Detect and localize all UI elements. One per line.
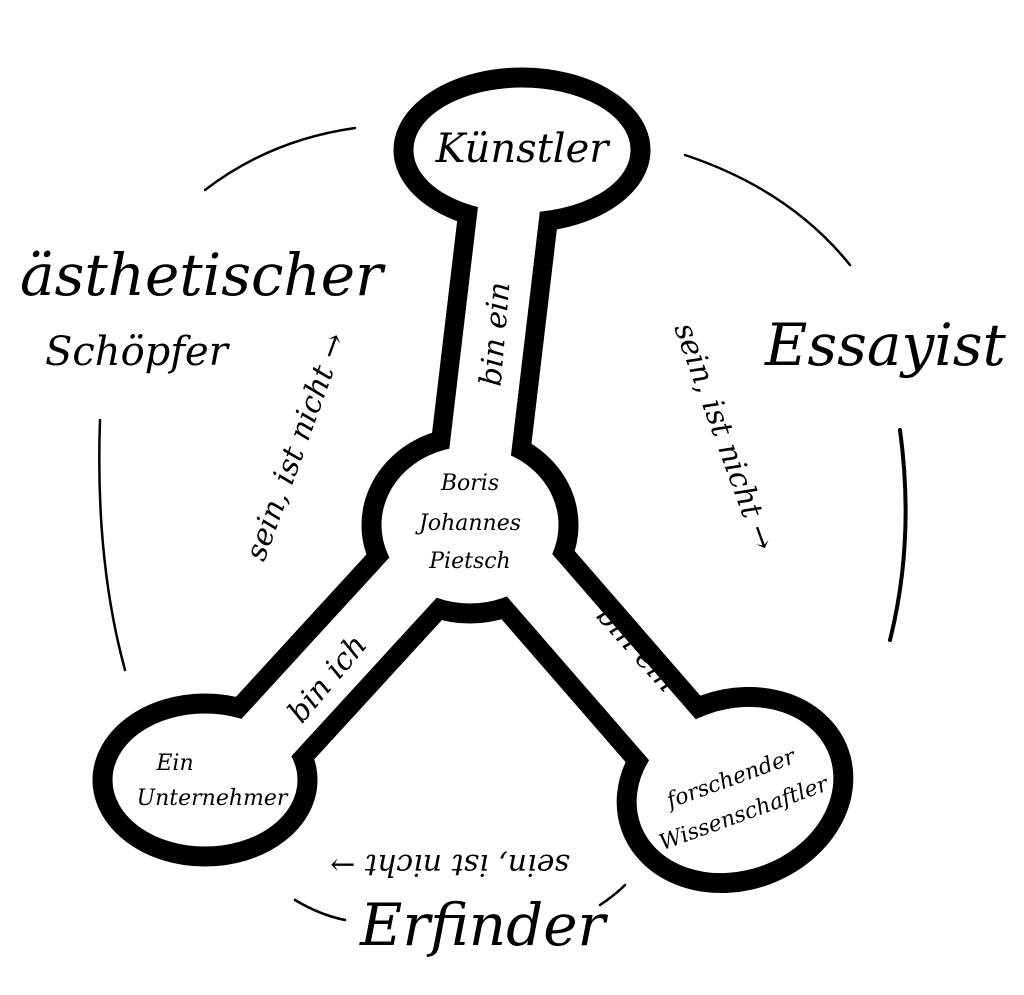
- center-line-2: Johannes: [415, 511, 521, 536]
- arc-left: [98, 418, 127, 672]
- label-erfinder: Erfinder: [359, 891, 609, 959]
- outer-left-line-2: Schöpfer: [45, 329, 231, 375]
- left-node-line-2: Unternehmer: [137, 786, 289, 811]
- node-kuenstler: Künstler: [435, 126, 612, 172]
- outer-circle-arcs: [98, 126, 908, 922]
- outer-left-line-1: ästhetischer: [20, 241, 386, 309]
- arc-top-left: [203, 126, 357, 192]
- left-node-line-1: Ein: [155, 751, 193, 776]
- node-center: Boris Johannes Pietsch: [415, 471, 521, 574]
- center-line-3: Pietsch: [428, 549, 510, 574]
- arc-bottom-left: [293, 898, 347, 922]
- node-fills: [112, 87, 834, 874]
- center-line-1: Boris: [440, 471, 499, 496]
- relation-bottom: sein, ist nicht →: [330, 847, 570, 882]
- label-aesthetischer-schoepfer: ästhetischer Schöpfer: [20, 241, 386, 375]
- arc-right: [888, 428, 908, 642]
- node-unternehmer: Ein Unternehmer: [137, 751, 289, 811]
- label-essayist: Essayist: [764, 311, 1007, 379]
- arc-bottom-right: [598, 883, 627, 907]
- relation-left: sein, ist nicht →: [239, 328, 354, 565]
- arc-top-right: [683, 153, 852, 267]
